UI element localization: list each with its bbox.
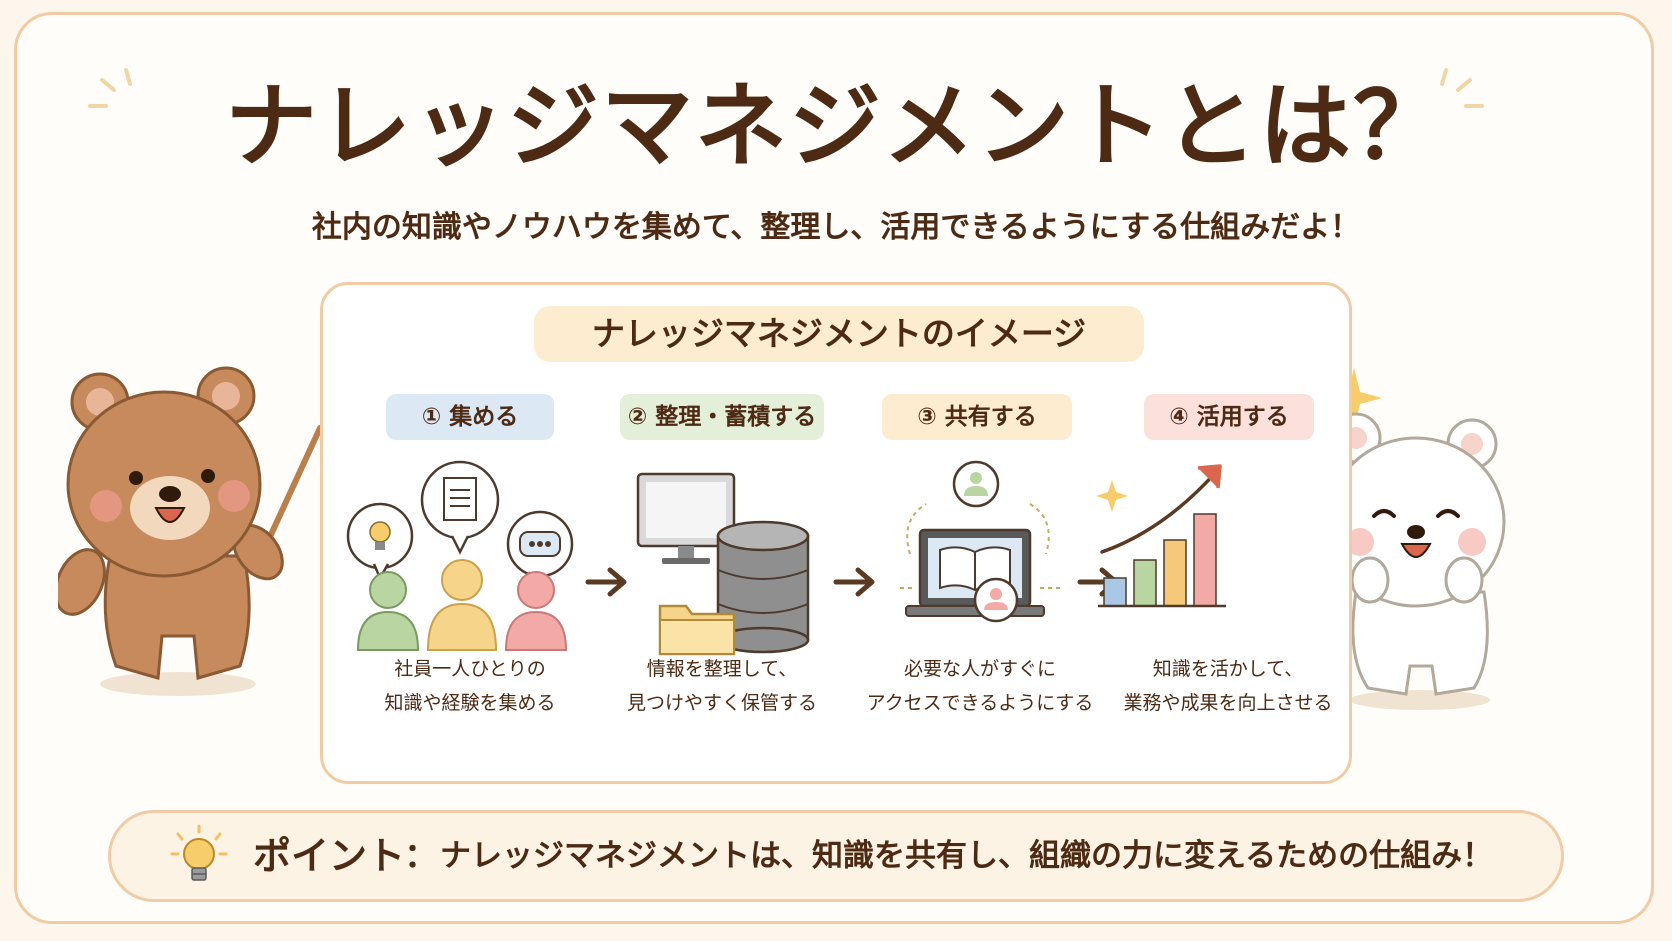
- collect-illustration: [346, 460, 574, 651]
- folder-icon: [658, 604, 736, 656]
- share-illustration: [900, 460, 1060, 617]
- polar-bear-icon: [1326, 368, 1506, 710]
- knowledge-image-panel: [320, 282, 1352, 784]
- page-title: ナレッジマネジメントとは？: [224, 73, 1447, 180]
- arrow-right-icon: [833, 567, 875, 597]
- panel-title: ナレッジマネジメントのイメージ: [534, 306, 1144, 362]
- lightbulb-icon: [170, 824, 228, 881]
- title-sparkle-right-icon: [1440, 68, 1484, 108]
- person-green-icon: [356, 571, 420, 651]
- monitor-icon: [636, 472, 736, 564]
- step-label-share: ③ 共有する: [882, 394, 1072, 440]
- step-label-collect: ① 集める: [386, 394, 554, 440]
- person-pink-icon: [504, 571, 568, 651]
- person-icon: [973, 577, 1019, 623]
- title-sparkle-left-icon: [88, 68, 132, 108]
- bear-teacher-icon: [58, 366, 323, 696]
- document-bubble-icon: [420, 460, 500, 555]
- step-desc-share: 必要な人がすぐに アクセスできるようにする: [866, 658, 1094, 714]
- arrow-right-icon: [585, 567, 627, 597]
- point-colon: ：: [404, 836, 438, 876]
- growth-chart-icon: [1096, 464, 1226, 608]
- point-text: ナレッジマネジメントは、知識を共有し、組織の力に変えるための仕組み！: [440, 838, 1494, 874]
- person-icon: [952, 460, 1000, 508]
- organize-illustration: [636, 472, 810, 656]
- page-subtitle: 社内の知識やノウハウを集めて、整理し、活用できるようにする仕組みだよ！: [311, 210, 1361, 245]
- step-desc-organize: 情報を整理して、 見つけやすく保管する: [626, 658, 817, 714]
- person-yellow-icon: [426, 559, 498, 651]
- point-label: ポイント: [253, 834, 406, 878]
- step-label-utilize: ④ 活用する: [1144, 394, 1314, 440]
- step-desc-utilize: 知識を活かして、 業務や成果を向上させる: [1123, 658, 1333, 714]
- point-banner: [108, 810, 1564, 902]
- lightbulb-bubble-icon: [346, 502, 414, 581]
- step-label-organize: ② 整理・蓄積する: [620, 394, 824, 440]
- step-desc-collect: 社員一人ひとりの 知識や経験を集める: [384, 658, 556, 714]
